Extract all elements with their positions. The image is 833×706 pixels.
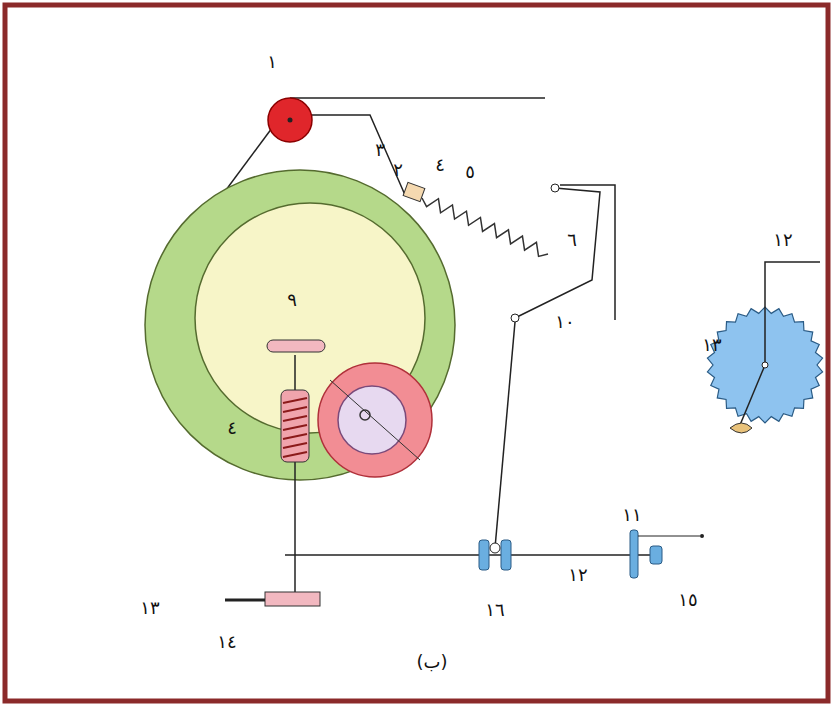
callout-number: ٥ (463, 162, 477, 182)
callout-number: ١٤ (215, 632, 238, 652)
callout-number: ١٦ (483, 600, 506, 620)
pivot (490, 543, 500, 553)
callout-number: ١٢ (771, 230, 794, 250)
horizontal-shaft (285, 554, 650, 556)
thread (283, 425, 307, 430)
frame-border (5, 5, 828, 701)
bottom-bearing (265, 592, 320, 606)
thread (283, 452, 307, 457)
worm-wheel (318, 363, 432, 477)
thread (283, 407, 307, 412)
lever-arm (515, 188, 600, 318)
outer-ring (145, 170, 455, 480)
arrow-line (638, 536, 700, 537)
pulley (268, 98, 312, 142)
worm-threads (283, 398, 307, 457)
pawl-line (740, 365, 765, 425)
rod-line (495, 322, 515, 548)
callout-number: ١١ (620, 505, 643, 525)
gear-lever (765, 262, 820, 365)
pulley-axle (288, 118, 293, 123)
callout-number: ١٠ (553, 312, 576, 332)
wheel-line (330, 380, 420, 460)
worm-screw (281, 390, 309, 462)
shaft-cap (267, 340, 325, 352)
figure-caption: (ب) (414, 652, 449, 672)
thread (283, 416, 307, 421)
callout-number: ٣ (373, 140, 387, 160)
callout-number: ١٣ (700, 335, 723, 355)
pawl (730, 423, 752, 433)
thread (283, 443, 307, 448)
bracket-line (560, 185, 615, 320)
callout-number: ٦ (565, 230, 579, 250)
callout-number: ٩ (285, 290, 299, 310)
arrow-dot (700, 534, 704, 538)
callout-number: ٤ (433, 155, 447, 175)
thread (283, 398, 307, 403)
bottom-lever (225, 599, 265, 602)
roller (479, 540, 489, 570)
pivot (511, 314, 519, 322)
gear-axle (762, 362, 768, 368)
spring-symbol (422, 198, 548, 256)
shaft-end (650, 546, 662, 564)
callout-number: ١٢ (566, 565, 589, 585)
callout-number: ١٥ (676, 590, 699, 610)
roller (501, 540, 511, 570)
callout-number: ١٣ (138, 598, 161, 618)
callout-number: ٢ (391, 160, 405, 180)
thread (283, 434, 307, 439)
callout-number: ١ (265, 52, 279, 72)
pivot (551, 184, 559, 192)
clutch-disc (630, 530, 638, 578)
top-line (290, 97, 545, 99)
callout-number: ٤ (225, 418, 239, 438)
